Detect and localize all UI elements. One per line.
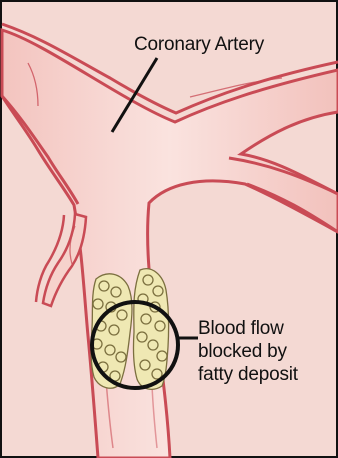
blockage-label: Blood flow blocked by fatty deposit <box>198 317 298 386</box>
coronary-artery-label: Coronary Artery <box>134 33 264 56</box>
blockage-label-line: Blood flow <box>198 317 298 340</box>
blockage-label-line: fatty deposit <box>198 363 298 386</box>
blockage-label-line: blocked by <box>198 340 298 363</box>
right-fatty-deposit <box>133 269 168 390</box>
